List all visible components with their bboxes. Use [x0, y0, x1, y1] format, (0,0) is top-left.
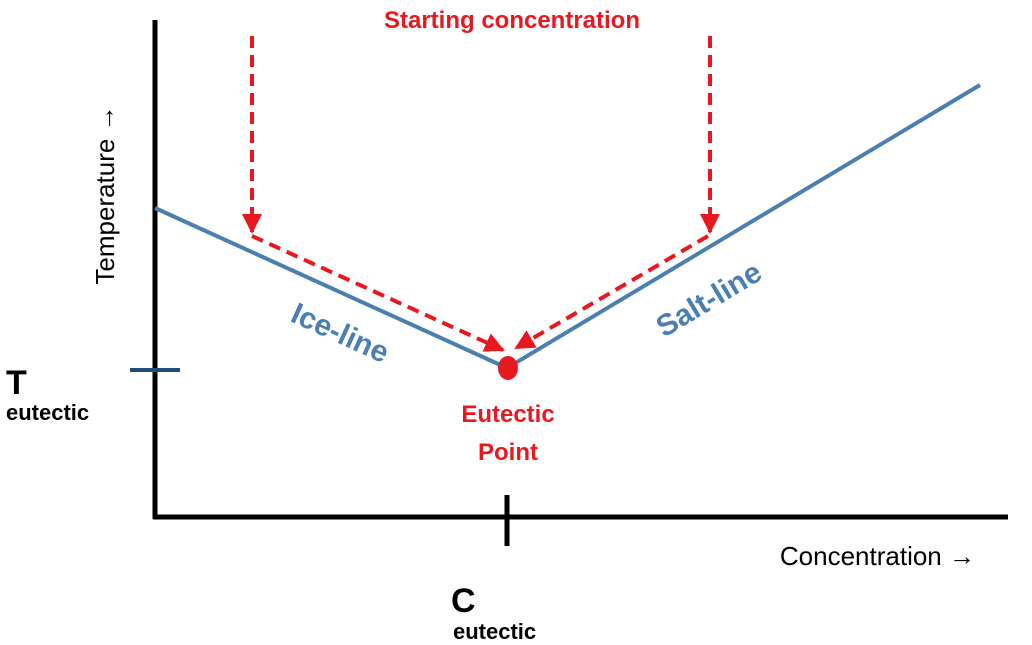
- eutectic-point-marker: [498, 356, 518, 380]
- y-axis-label: Temperature →: [90, 105, 120, 284]
- starting-concentration-label: Starting concentration: [384, 7, 640, 34]
- eutectic-point-label-line1: Eutectic: [461, 401, 554, 428]
- x-axis-label: Concentration →: [780, 541, 975, 571]
- salt-line: [505, 83, 982, 370]
- t-eutectic-label-sub: eutectic: [6, 400, 89, 425]
- salt-line-label: Salt-line: [651, 256, 768, 344]
- t-eutectic-label-main: T: [6, 364, 27, 402]
- c-eutectic-label-sub: eutectic: [453, 619, 536, 644]
- eutectic-point-label-line2: Point: [478, 439, 538, 466]
- c-eutectic-label-main: C: [451, 582, 476, 620]
- left-diagonal-arrow: [251, 234, 505, 352]
- ice-line: [154, 206, 508, 370]
